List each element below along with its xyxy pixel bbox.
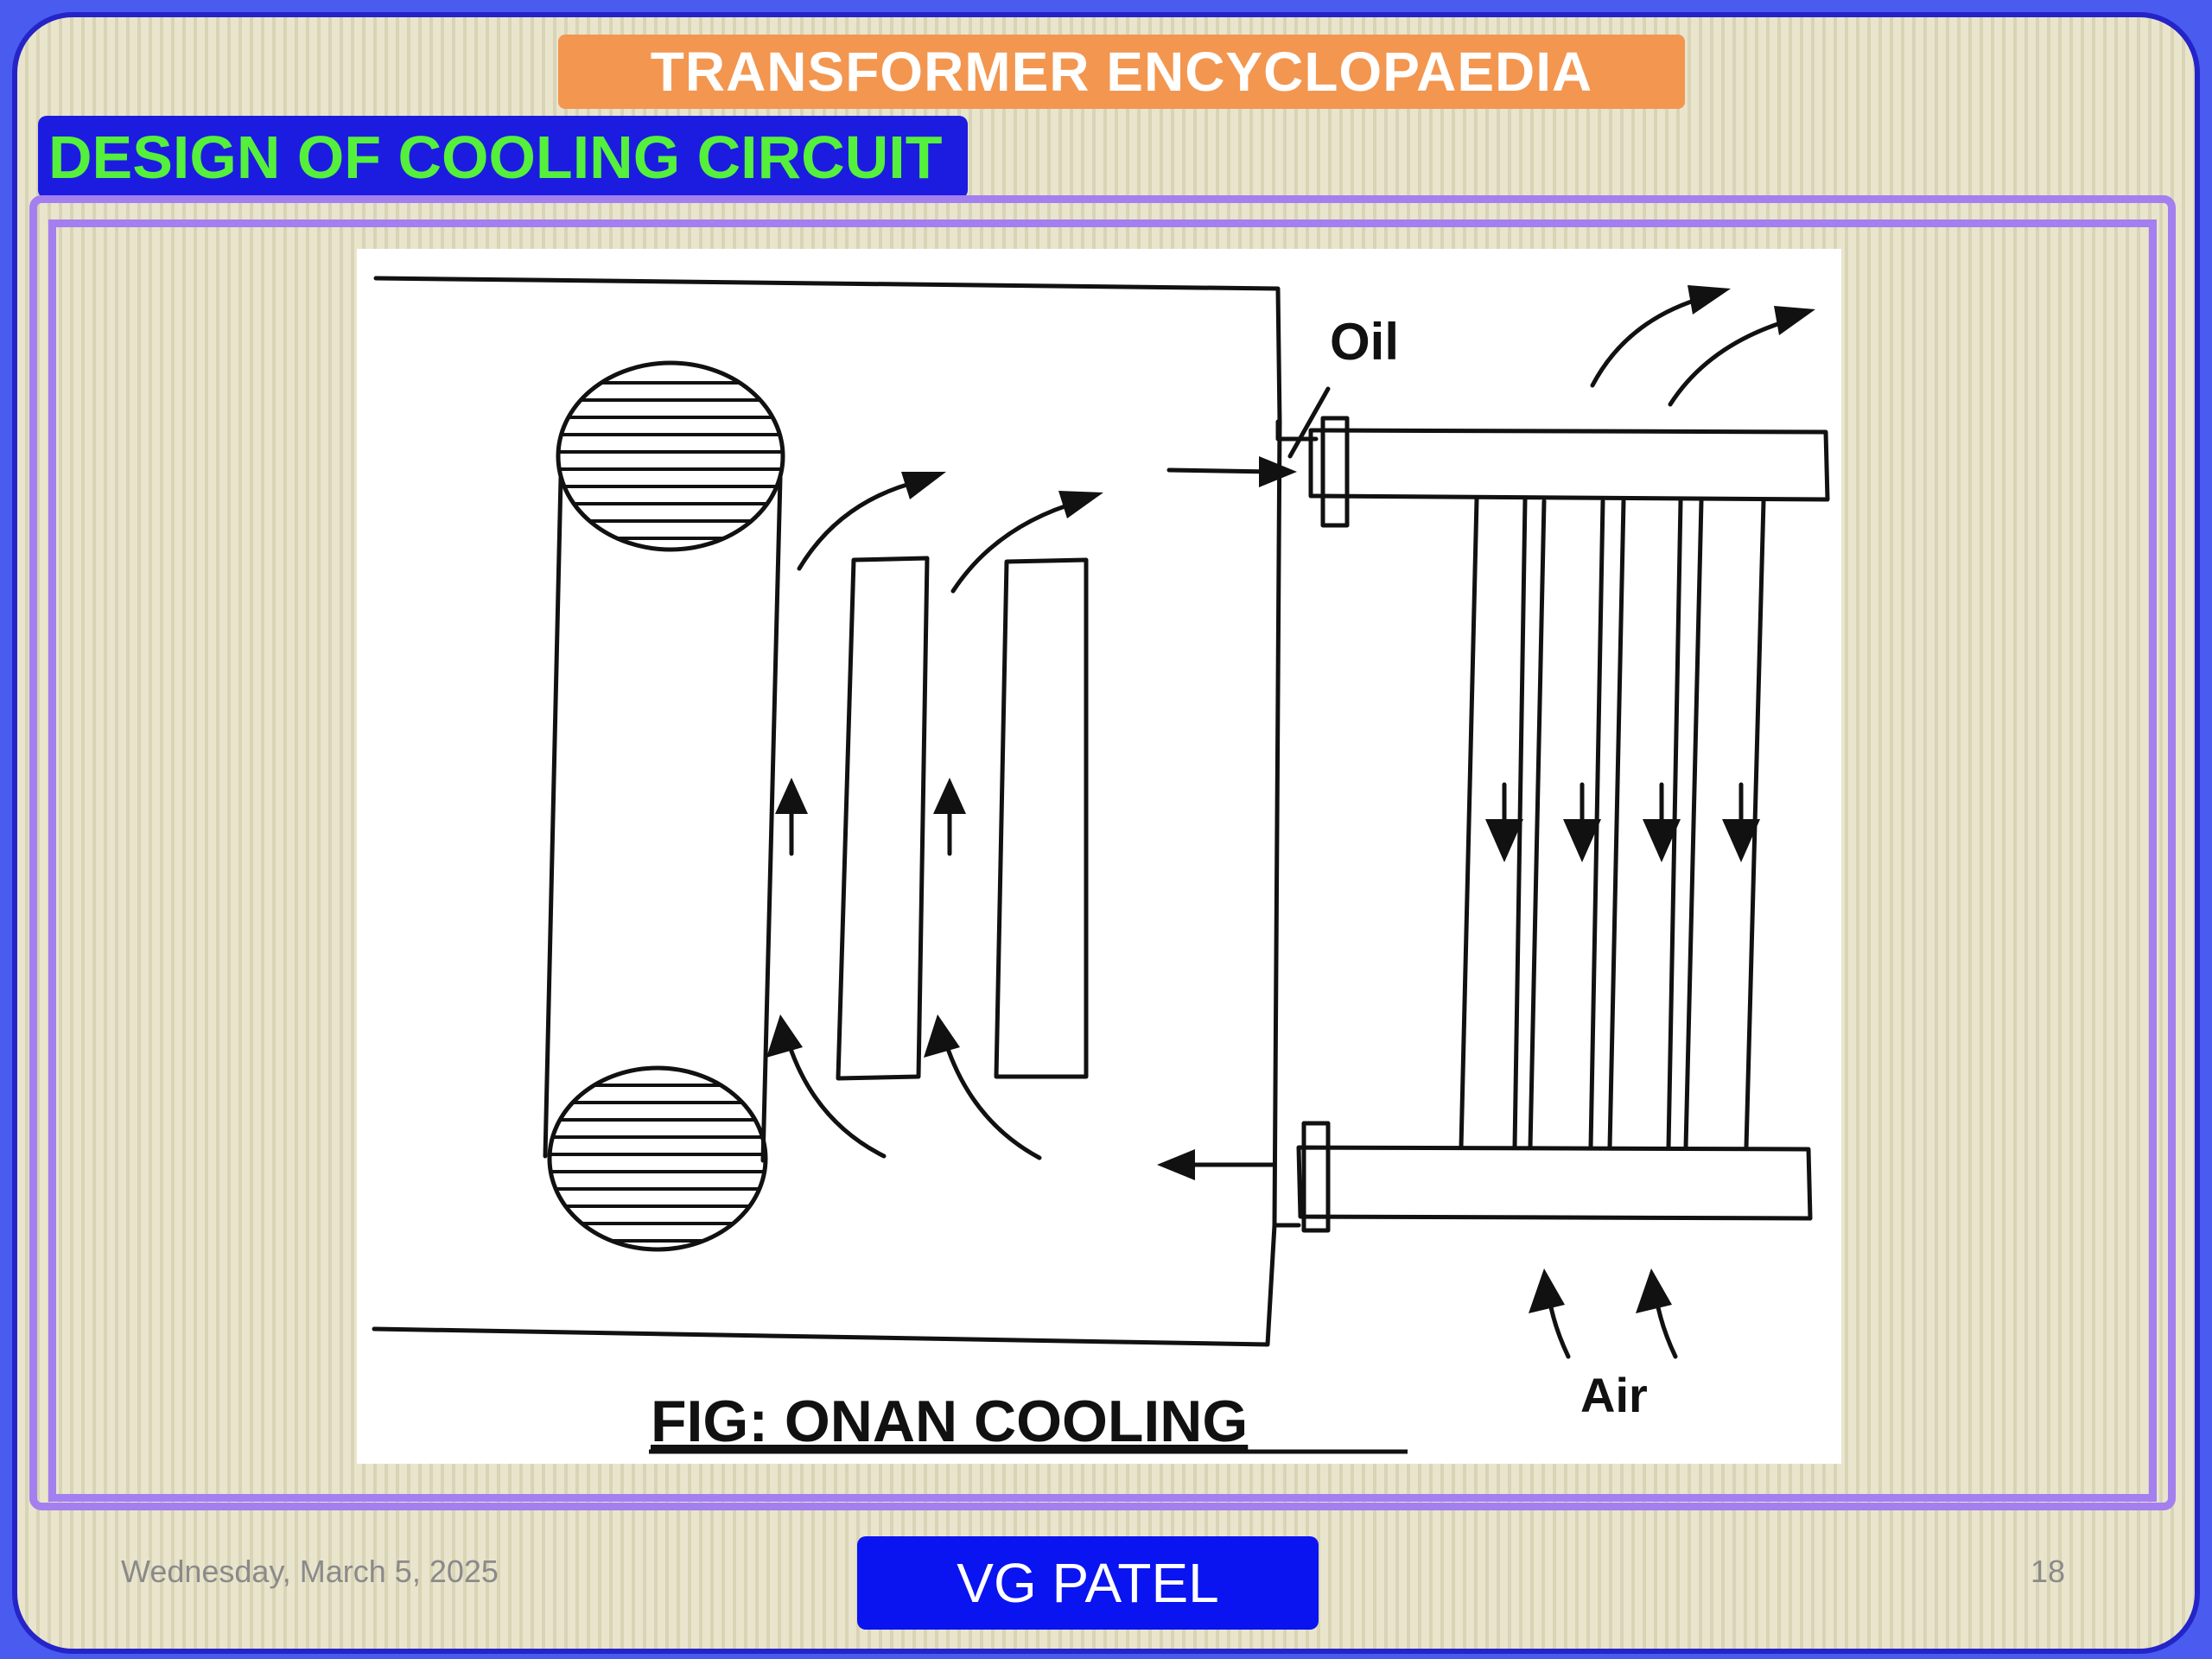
content-frame-inner	[48, 219, 2157, 1502]
winding-cylinder	[543, 360, 785, 1252]
winding-plate-2	[994, 557, 1089, 1079]
air-arrow-top-2	[1668, 317, 1794, 407]
flow-arrow-bottom-left	[786, 1041, 887, 1159]
onan-cooling-diagram: Oil Air FIG: ONAN COOLING	[357, 249, 1841, 1464]
label-air: Air	[1580, 1368, 1648, 1422]
flow-arrow-top-mid	[950, 499, 1084, 594]
page-number: 18	[2031, 1554, 2066, 1589]
footer-date: Wednesday, March 5, 2025	[121, 1554, 499, 1589]
winding-plate-1	[836, 556, 930, 1081]
label-oil: Oil	[1330, 313, 1399, 371]
oil-inlet-arrow	[1166, 467, 1275, 474]
banner-title: TRANSFORMER ENCYCLOPAEDIA	[558, 35, 1685, 109]
slide-title: DESIGN OF COOLING CIRCUIT	[38, 116, 968, 199]
content-frame-outer	[29, 195, 2176, 1510]
flow-arrow-top-left	[797, 478, 925, 571]
air-arrow-top-1	[1590, 295, 1707, 388]
figure-caption: FIG: ONAN COOLING	[651, 1389, 1248, 1454]
radiator	[1296, 416, 1830, 1233]
oil-leader-line	[1287, 386, 1331, 459]
flow-arrow-bottom-mid	[944, 1041, 1042, 1160]
tank-pipe-top	[1275, 419, 1319, 442]
author-badge: VG PATEL	[857, 1536, 1319, 1630]
tank-outline	[372, 276, 1282, 1347]
